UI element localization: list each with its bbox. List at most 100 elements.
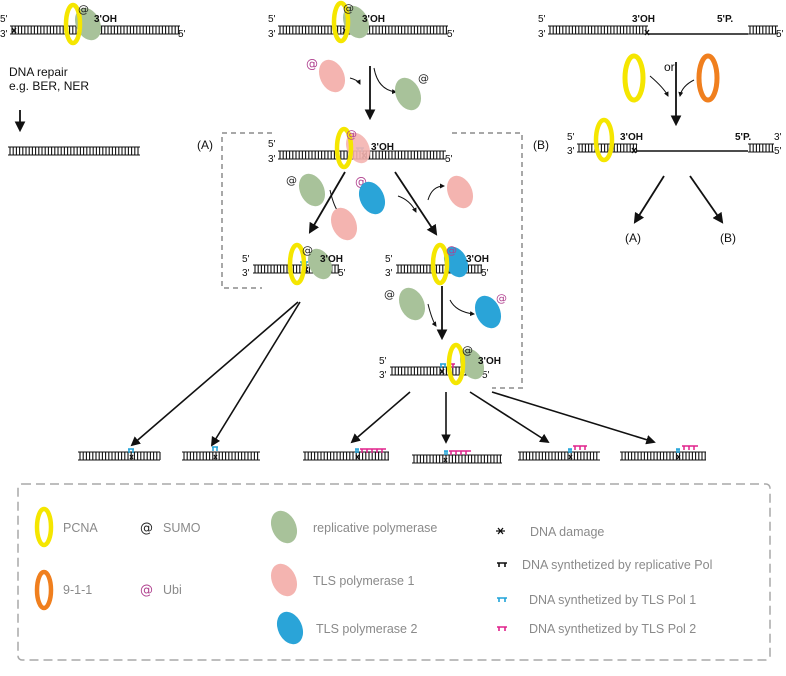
pcna-ring	[287, 242, 307, 286]
panel-tls: 5' 3' 5' @ 3'OH @ @ 5' 3' 5' @ 3'OH (A) …	[78, 0, 706, 464]
replicative-polymerase	[307, 248, 333, 280]
tls-polymerase-2	[358, 181, 386, 215]
three-oh-label: 3'OH	[478, 356, 501, 367]
ubi-icon: @	[496, 292, 507, 305]
dna-duplex	[396, 264, 482, 274]
pcna-ring	[593, 117, 615, 163]
dna-duplex	[78, 451, 161, 461]
three-oh-label: 3'OH	[466, 254, 489, 265]
dna-duplex	[412, 454, 502, 464]
or-label: or	[664, 60, 675, 74]
replicative-dna-icon	[497, 562, 507, 567]
dna-damage-mark	[631, 147, 637, 154]
legend-sumo-label: SUMO	[163, 521, 201, 535]
pcna-ring	[334, 126, 354, 170]
five-prime-label: 5'	[268, 14, 276, 25]
tls-polymerase-1	[318, 59, 346, 93]
legend-pcna-label: PCNA	[63, 521, 98, 535]
three-oh-label: 3'OH	[94, 14, 117, 25]
ubi-icon: @	[306, 57, 318, 71]
ubi-icon: @	[346, 128, 357, 141]
legend-syn-tls2-label: DNA synthetized by TLS Pol 2	[529, 622, 696, 636]
five-prime-label: 5'	[776, 29, 784, 40]
replicative-polymerase	[459, 348, 485, 380]
legend-tls1-label: TLS polymerase 1	[313, 574, 414, 588]
repair-label: DNA repair	[9, 65, 68, 79]
branch-b-label: (B)	[533, 138, 549, 152]
three-prime-label: 3'	[268, 29, 276, 40]
branch-b-label: (B)	[720, 231, 736, 245]
repair-example-label: e.g. BER, NER	[9, 79, 89, 93]
five-prime-label: 5'	[0, 14, 8, 25]
tls-polymerase-1-icon	[270, 563, 298, 597]
ubi-icon: @	[140, 583, 153, 598]
sumo-icon: @	[78, 3, 89, 16]
replicative-polymerase-icon	[270, 510, 298, 544]
legend-911-label: 9-1-1	[63, 583, 92, 597]
five-prime-label: 5'	[538, 14, 546, 25]
legend-damage-label: DNA damage	[530, 525, 604, 539]
five-p-label: 5'P.	[717, 14, 733, 25]
legend-syn-tls1-label: DNA synthetized by TLS Pol 1	[529, 593, 696, 607]
tls-polymerase-1	[330, 207, 358, 241]
legend-tls2-label: TLS polymerase 2	[316, 622, 417, 636]
three-oh-label: 3'OH	[632, 14, 655, 25]
nine-one-one-ring-icon	[34, 569, 54, 611]
tls-polymerase-1	[446, 175, 474, 209]
dna-duplex	[620, 451, 706, 461]
dna-duplex	[303, 451, 389, 461]
three-prime-label: 3'	[379, 370, 387, 381]
five-prime-label: 5'	[242, 254, 250, 265]
five-prime-label: 5'	[481, 268, 489, 279]
pcna-ring-icon	[34, 506, 54, 548]
three-prime-label: 3'	[242, 268, 250, 279]
branch-a-label: (A)	[197, 138, 213, 152]
three-oh-label: 3'OH	[620, 132, 643, 143]
five-prime-label: 5'	[385, 254, 393, 265]
pcna-ring	[63, 2, 83, 46]
legend: PCNA 9-1-1 @ SUMO @ Ubi replicative poly…	[34, 506, 712, 645]
template-switch-box	[221, 132, 523, 389]
ubi-icon: @	[446, 244, 457, 257]
pcna-ring	[622, 53, 646, 103]
three-oh-label: 3'OH	[320, 254, 343, 265]
dna-damage-mark	[11, 27, 17, 34]
panel-repair: 5' 3' 5' @ 3'OH DNA repair e.g. BER, NER	[0, 2, 186, 156]
three-prime-label: 3'	[538, 29, 546, 40]
legend-ubi-label: Ubi	[163, 583, 182, 597]
three-prime-label: 3'	[774, 132, 782, 143]
dna-duplex	[748, 25, 778, 35]
five-prime-label: 5'	[268, 139, 276, 150]
sumo-icon: @	[418, 72, 429, 85]
three-oh-label: 3'OH	[362, 14, 385, 25]
sumo-icon: @	[302, 244, 313, 257]
sumo-icon: @	[462, 344, 473, 357]
dna-duplex	[548, 25, 648, 35]
five-prime-label: 5'	[379, 356, 387, 367]
replicative-polymerase	[394, 77, 422, 111]
sumo-icon: @	[343, 2, 354, 15]
five-prime-label: 5'	[447, 29, 455, 40]
dna-duplex	[577, 143, 638, 153]
five-prime-label: 5'	[774, 146, 782, 157]
dna-damage-icon	[496, 527, 505, 535]
pcna-ring	[331, 0, 351, 44]
dna-duplex	[518, 451, 600, 461]
tls-polymerase-2	[443, 246, 469, 278]
tls1-dna-icon	[497, 597, 507, 602]
three-prime-label: 3'	[567, 146, 575, 157]
legend-replicative-label: replicative polymerase	[313, 521, 437, 535]
sumo-icon: @	[384, 288, 395, 301]
pcna-ring	[446, 342, 466, 386]
three-prime-label: 3'	[385, 268, 393, 279]
dna-duplex	[8, 146, 140, 156]
three-prime-label: 3'	[268, 154, 276, 165]
sumo-icon: @	[140, 521, 153, 536]
three-oh-label: 3'OH	[371, 142, 394, 153]
tls-polymerase-2-icon	[276, 611, 304, 645]
tls-polymerase-2	[474, 295, 502, 329]
dna-duplex	[748, 143, 774, 153]
dna-damage-mark	[644, 29, 650, 36]
five-prime-label: 5'	[482, 370, 490, 381]
